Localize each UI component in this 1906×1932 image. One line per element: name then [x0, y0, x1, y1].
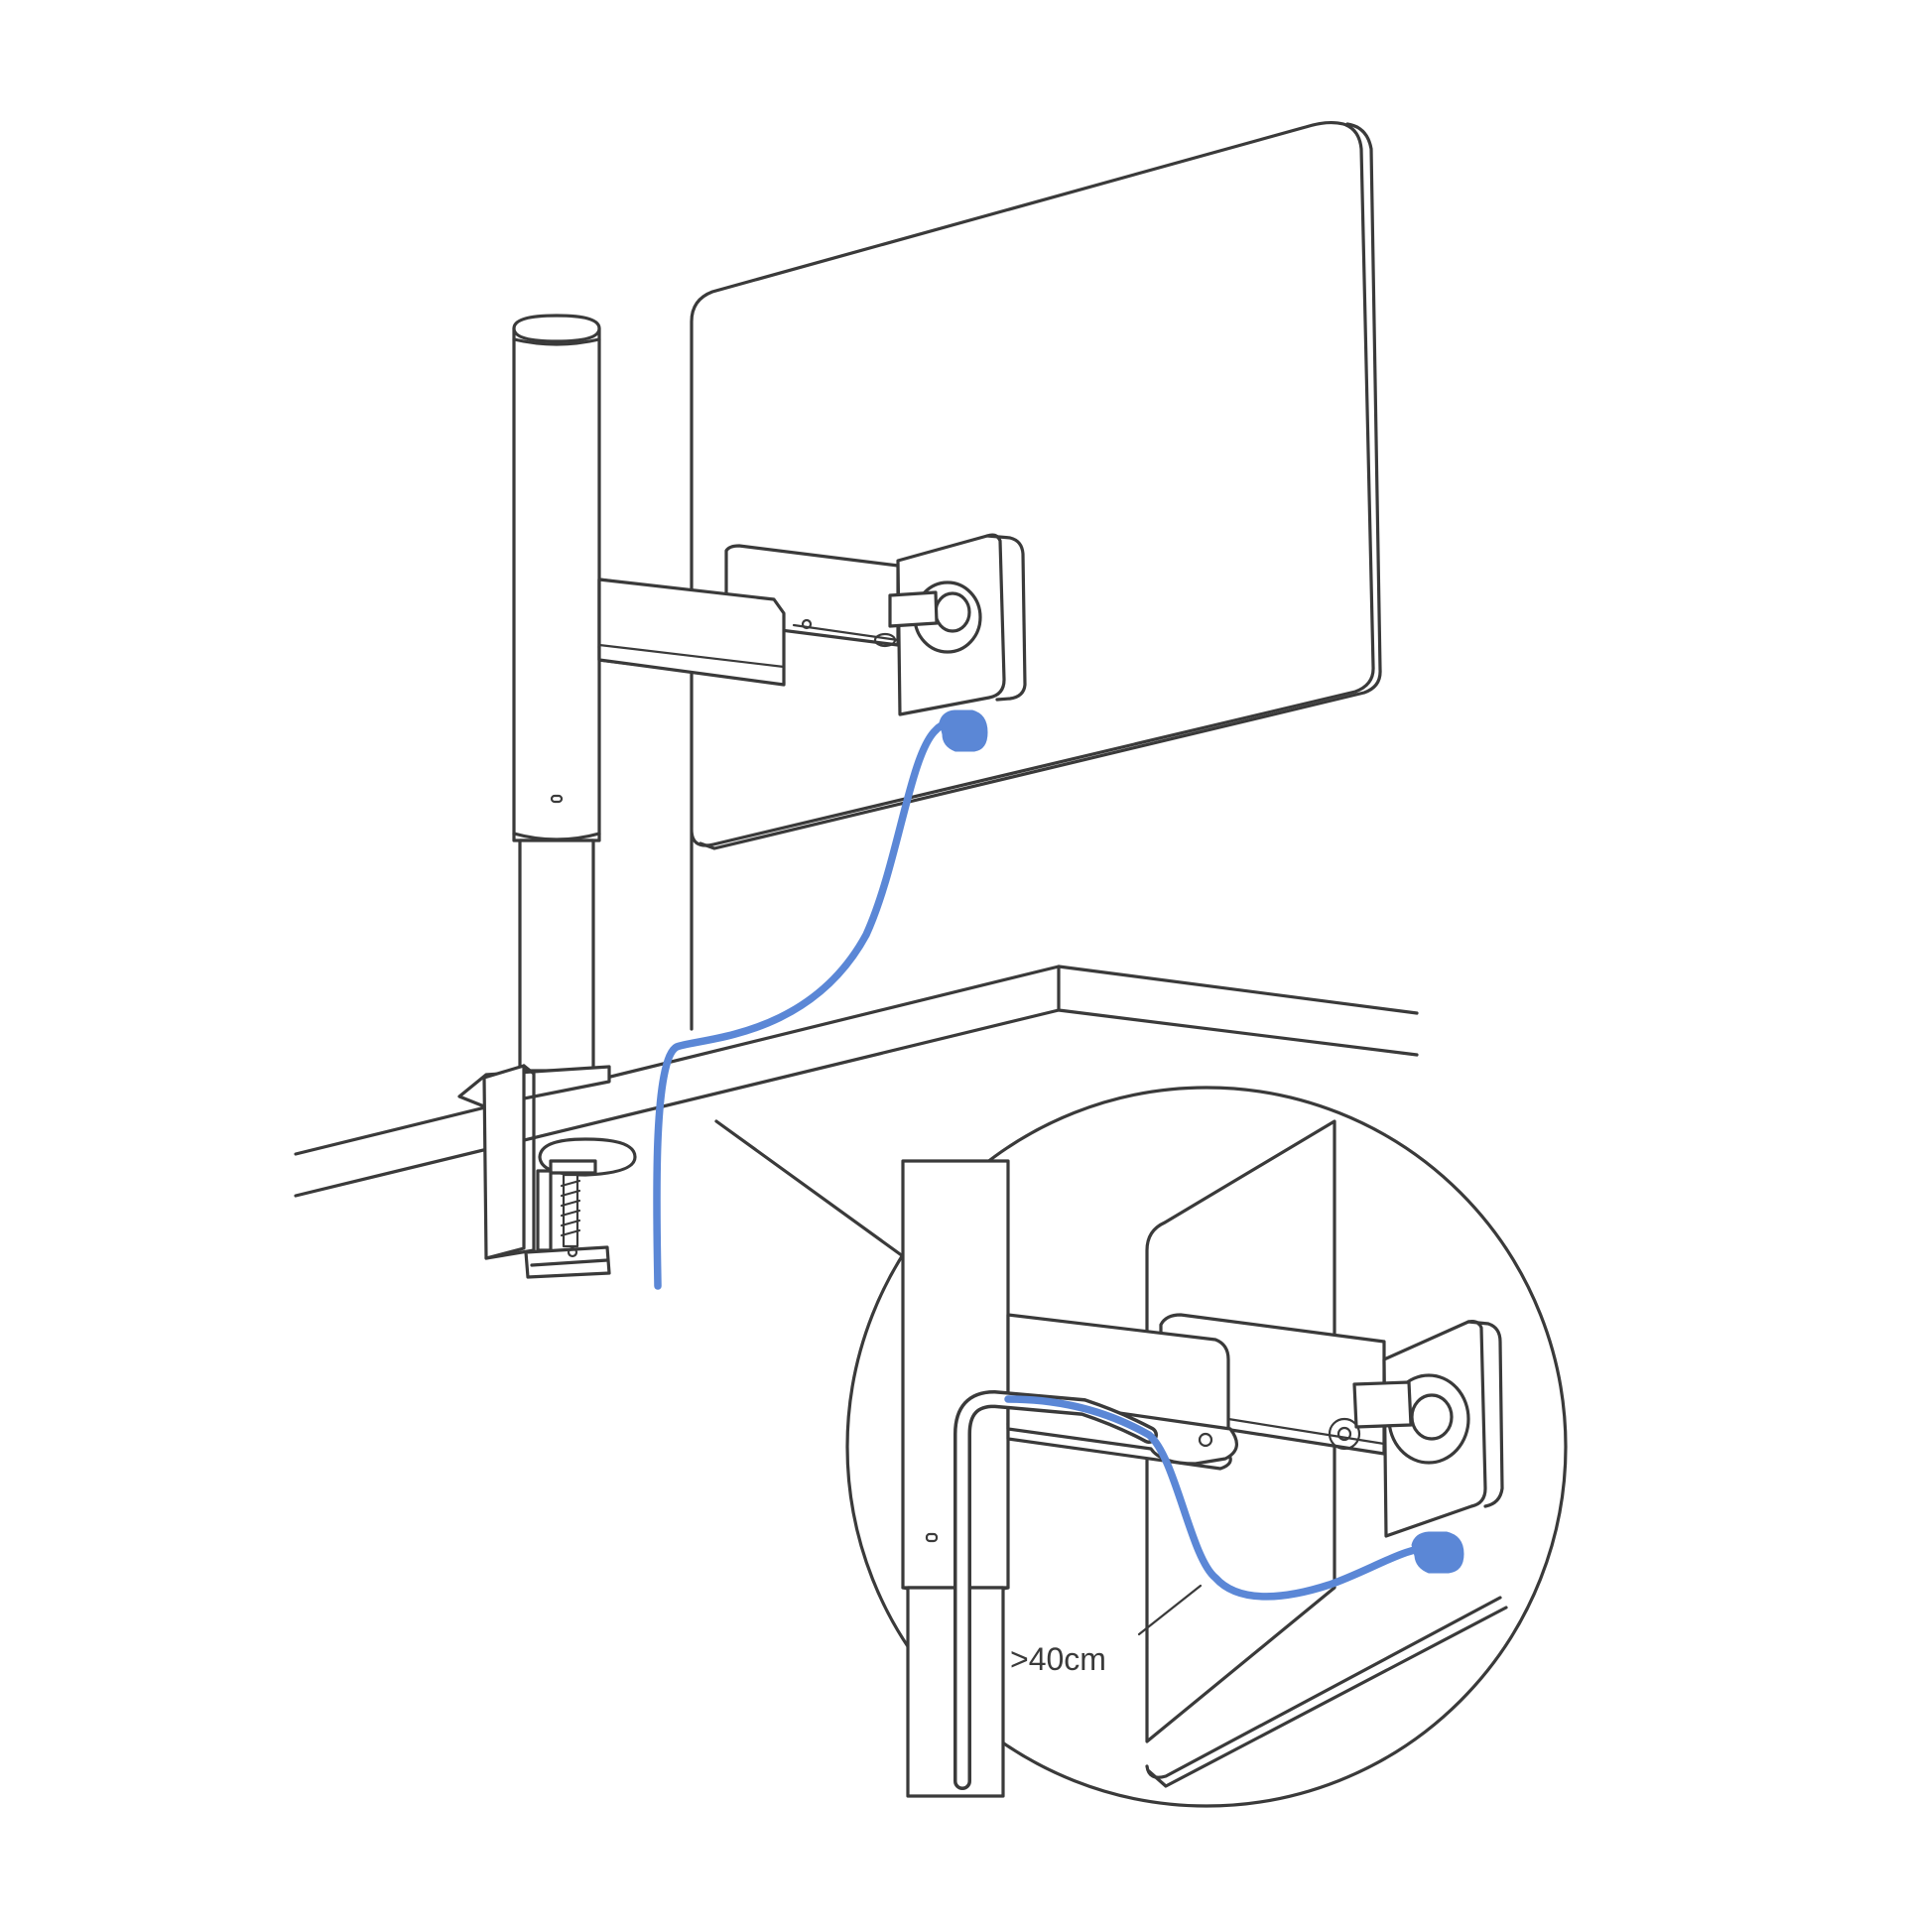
- cable-detail-plug: [1411, 1531, 1464, 1574]
- length-pointer: [1137, 1584, 1203, 1636]
- desk-edge: [294, 965, 1419, 1198]
- desk-clamp: [457, 1064, 637, 1279]
- cable-detail: [1004, 1395, 1433, 1601]
- pole-indicator-dot: [550, 794, 564, 804]
- cable-plug: [939, 709, 988, 752]
- cable-length-label: >40cm: [1010, 1641, 1106, 1677]
- callout-leader-line: [714, 1119, 905, 1258]
- detail-callout: >40cm: [714, 1086, 1568, 1808]
- pole: [512, 314, 601, 1073]
- vesa-plate: [888, 533, 1027, 716]
- cable-main: [653, 719, 964, 1290]
- monitor: [690, 120, 1382, 1031]
- cable: [653, 709, 988, 1290]
- clamp-screw-thread: [560, 1173, 581, 1248]
- monitor-arm: [597, 544, 900, 687]
